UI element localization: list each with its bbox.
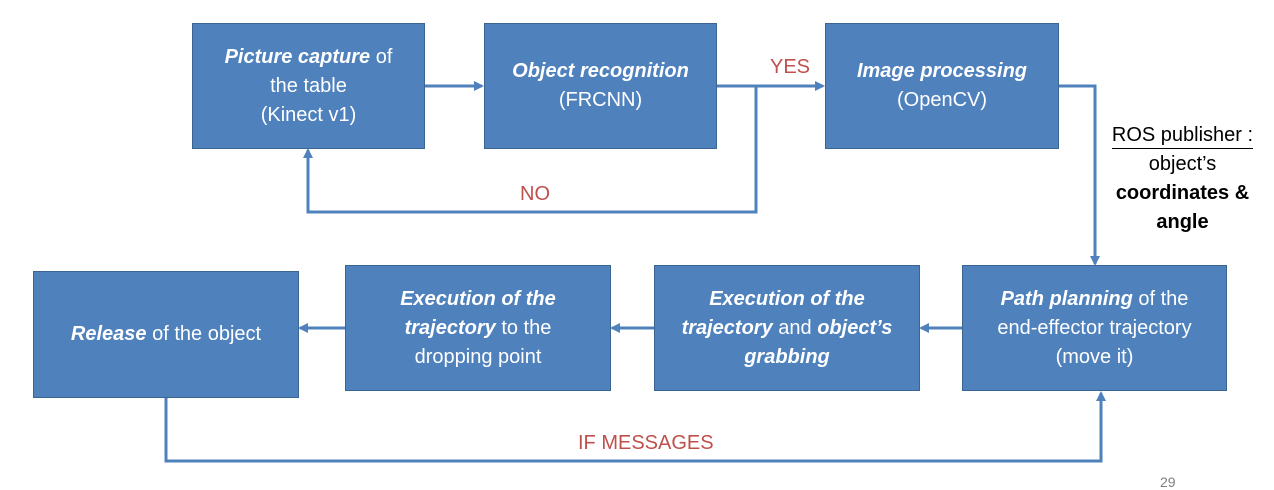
box-picture-capture-title: Picture capture bbox=[224, 45, 371, 68]
ros-publisher-title: ROS publisher : bbox=[1111, 122, 1254, 149]
label-if-messages: IF MESSAGES bbox=[578, 432, 714, 454]
box-object-recognition-title: Object recognition bbox=[512, 60, 689, 82]
box-release: Release of the object bbox=[33, 271, 299, 398]
label-yes: YES bbox=[770, 56, 811, 78]
box-execution-grabbing: Execution of the trajectory and object’s… bbox=[654, 265, 920, 391]
box-release-title: Release bbox=[70, 323, 147, 345]
box-image-processing: Image processing (OpenCV) bbox=[825, 23, 1059, 149]
box-path-planning-title: Path planning bbox=[1000, 287, 1133, 310]
box-object-recognition: Object recognition (FRCNN) bbox=[484, 23, 717, 149]
box-image-processing-title: Image processing bbox=[856, 60, 1028, 82]
box-path-planning: Path planning of the end-effector trajec… bbox=[962, 265, 1227, 391]
label-no: NO bbox=[520, 183, 550, 205]
arrow-processing-to-planning bbox=[1059, 84, 1100, 266]
box-execution-dropping: Execution of the trajectory to the dropp… bbox=[345, 265, 611, 391]
ros-publisher-note: ROS publisher : object’s coordinates & a… bbox=[1111, 122, 1254, 233]
arrow-if-messages-loop bbox=[164, 391, 1106, 463]
arrow-no-loop bbox=[303, 86, 758, 214]
box-picture-capture: Picture capture of the table (Kinect v1) bbox=[192, 23, 425, 149]
page-number: 29 bbox=[1160, 474, 1176, 490]
